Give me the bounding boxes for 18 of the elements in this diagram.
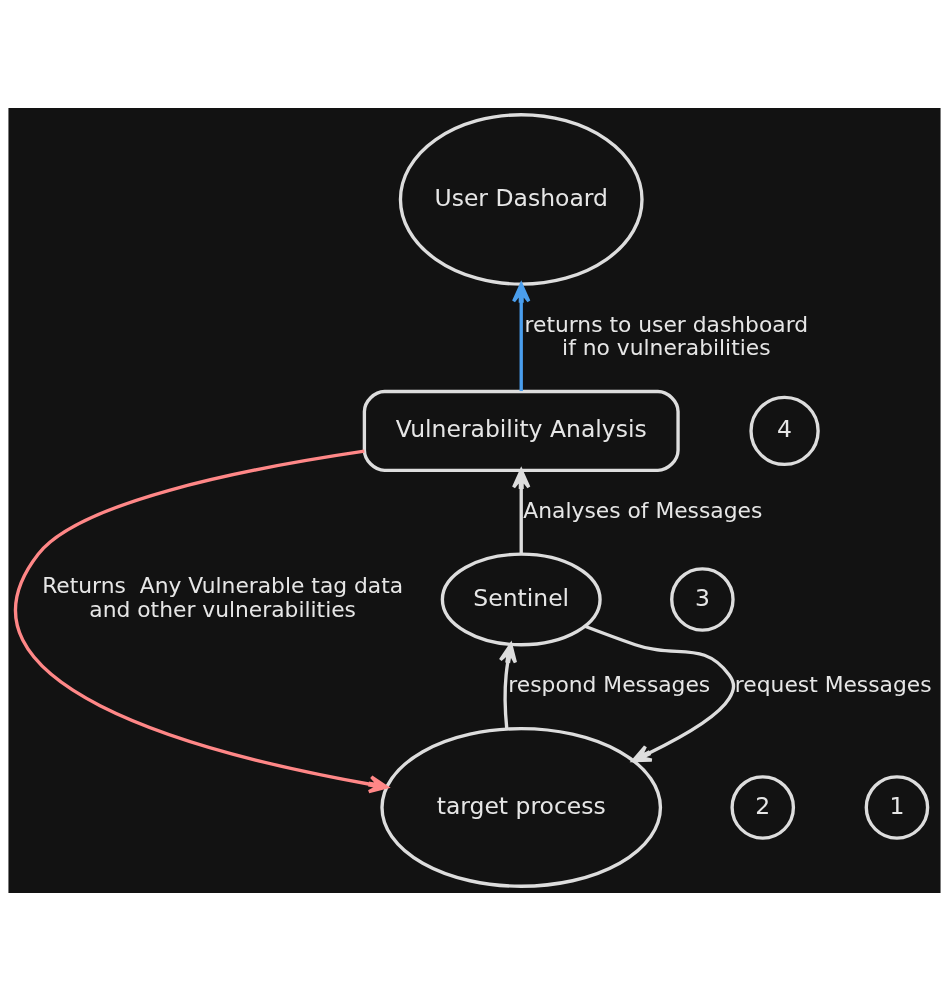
edge-label: respond Messages [508, 672, 711, 698]
node-box: Vulnerability Analysis [362, 389, 680, 472]
edge-label: Returns Any Vulnerable tag data and other vulnerabilities [42, 573, 404, 622]
node-ellipse: target process [380, 726, 663, 888]
arrow [512, 468, 531, 554]
node-circle: 4 [749, 395, 820, 467]
node-circle: 3 [670, 567, 735, 632]
node-ellipse: Sentinel [440, 552, 602, 647]
arrow [498, 642, 517, 730]
edge-label: request Messages [734, 672, 932, 698]
node-ellipse: User Dashoard [398, 113, 644, 286]
arrow [512, 282, 531, 392]
node-circle: 2 [730, 775, 796, 840]
node-circle: 1 [864, 775, 930, 840]
arrow [584, 624, 736, 763]
edge-label: Analyses of Messages [523, 497, 763, 523]
arrow [14, 449, 389, 794]
edge-label: returns to user dashboard if no vulnerabilities [524, 311, 809, 361]
